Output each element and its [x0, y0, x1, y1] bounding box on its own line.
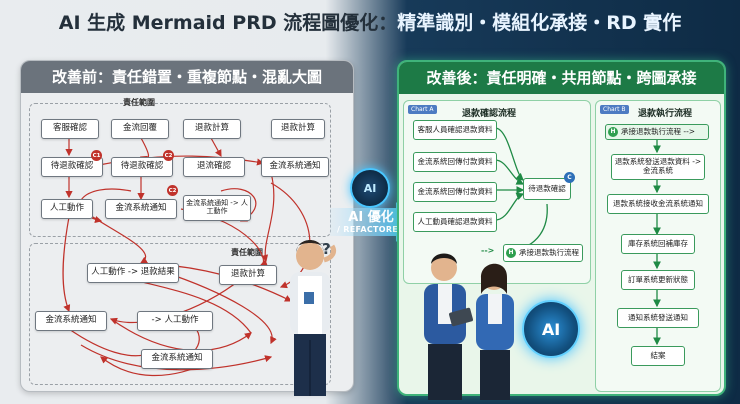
team-illustration — [424, 253, 514, 400]
handoff-badge-icon: H — [506, 248, 516, 258]
responsibility-zone-2 — [29, 243, 331, 385]
before-panel: 改善前：責任錯置・重複節點・混亂大圖 責任範圍 責任範圍 — [20, 60, 354, 392]
chart-a-tag: Chart A — [408, 105, 437, 114]
badge-c1: C1 — [91, 150, 102, 161]
node-payment-notify-2: 金流系統通知 — [105, 199, 177, 219]
a-node-2: 金流系統回傳付款資料 — [413, 152, 497, 172]
confused-person-illustration — [290, 240, 337, 396]
refactor-label: AI 優化 / REFACTORED — [336, 206, 406, 234]
merge-badge-icon: C — [564, 172, 575, 183]
node-payment-notify-3: 金流系統通知 — [35, 311, 107, 331]
node-refund-flow-confirm: 退流確認 — [183, 157, 245, 177]
node-manual-to-result: 人工動作 -> 退款結果 — [87, 263, 179, 283]
a-node-1: 客服人員確認退款資料 — [413, 120, 497, 140]
chart-a-title: 退款確認流程 — [462, 109, 517, 119]
refactor-arrow — [330, 202, 415, 242]
node-to-manual-action: -> 人工動作 — [137, 311, 213, 331]
b-node-5: 通知系統發送通知 — [617, 308, 699, 328]
zone-label-1: 責任範圍 — [123, 98, 155, 107]
title-right: 精準識別・模組化承接・RD 實作 — [397, 12, 682, 34]
b-node-3: 庫存系統回補庫存 — [621, 234, 695, 254]
node-payment-notify-4: 金流系統通知 — [141, 349, 213, 369]
node-pending-refund: 待退款確認 — [41, 157, 103, 177]
node-refund-calc-3: 退款計算 — [219, 265, 277, 285]
refactor-main: AI 優化 — [348, 210, 394, 225]
node-customer-confirm: 客服確認 — [41, 119, 99, 139]
page-title: AI 生成 Mermaid PRD 流程圖優化：精準識別・模組化承接・RD 實作 — [0, 6, 740, 40]
b-start-node: H 承接退款執行流程 --> — [605, 124, 709, 140]
node-manual-action: 人工動作 — [41, 199, 93, 219]
node-payment-reply: 金流回覆 — [111, 119, 169, 139]
node-refund-calc-2: 退款計算 — [271, 119, 325, 139]
refactor-sub: / REFACTORED — [336, 225, 406, 234]
node-payment-notify: 金流系統通知 — [261, 157, 329, 177]
b-node-2: 退款系統接收金流系統通知 — [607, 194, 709, 214]
node-refund-calc: 退款計算 — [183, 119, 241, 139]
badge-c2: C2 — [163, 150, 174, 161]
node-pending-refund-2: 待退款確認 — [111, 157, 173, 177]
ai-badge-icon: AI — [522, 300, 580, 358]
zone-label-2: 責任範圍 — [231, 248, 263, 257]
start-badge-icon: H — [608, 127, 618, 137]
b-node-1: 退款系統發送退款資料 -> 金流系統 — [611, 154, 705, 180]
title-left: AI 生成 Mermaid PRD 流程圖優化： — [58, 12, 398, 34]
a-handoff-label: 承接退款執行流程 — [519, 247, 579, 257]
chart-b-tag: Chart B — [600, 105, 629, 114]
question-mark: ? — [322, 240, 331, 258]
chart-b-title: 退款執行流程 — [638, 109, 693, 119]
after-header: 改善後：責任明確・共用節點・跨圖承接 — [399, 62, 724, 94]
ai-chip-label: AI — [363, 181, 377, 195]
ai-badge-label: AI — [541, 319, 561, 339]
b-node-6: 結案 — [631, 346, 685, 366]
ai-chip-icon: AI — [350, 168, 390, 208]
handoff-arrow-text: --> — [481, 246, 495, 255]
responsibility-zone-1 — [29, 103, 331, 237]
badge-c2-b: C2 — [167, 185, 178, 196]
b-start-label: 承接退款執行流程 --> — [621, 126, 696, 136]
b-node-4: 訂單系統更新狀態 — [621, 270, 695, 290]
node-notify-to-manual: 金流系統通知 -> 人工動作 — [183, 195, 251, 221]
a-node-4: 人工動員確認退款資料 — [413, 212, 497, 232]
before-header: 改善前：責任錯置・重複節點・混亂大圖 — [21, 61, 353, 93]
a-handoff-node: H 承接退款執行流程 — [503, 244, 583, 262]
a-node-3: 金流系統回傳付款資料 — [413, 182, 497, 202]
a-merge-node: 待退款確認 — [523, 178, 571, 200]
